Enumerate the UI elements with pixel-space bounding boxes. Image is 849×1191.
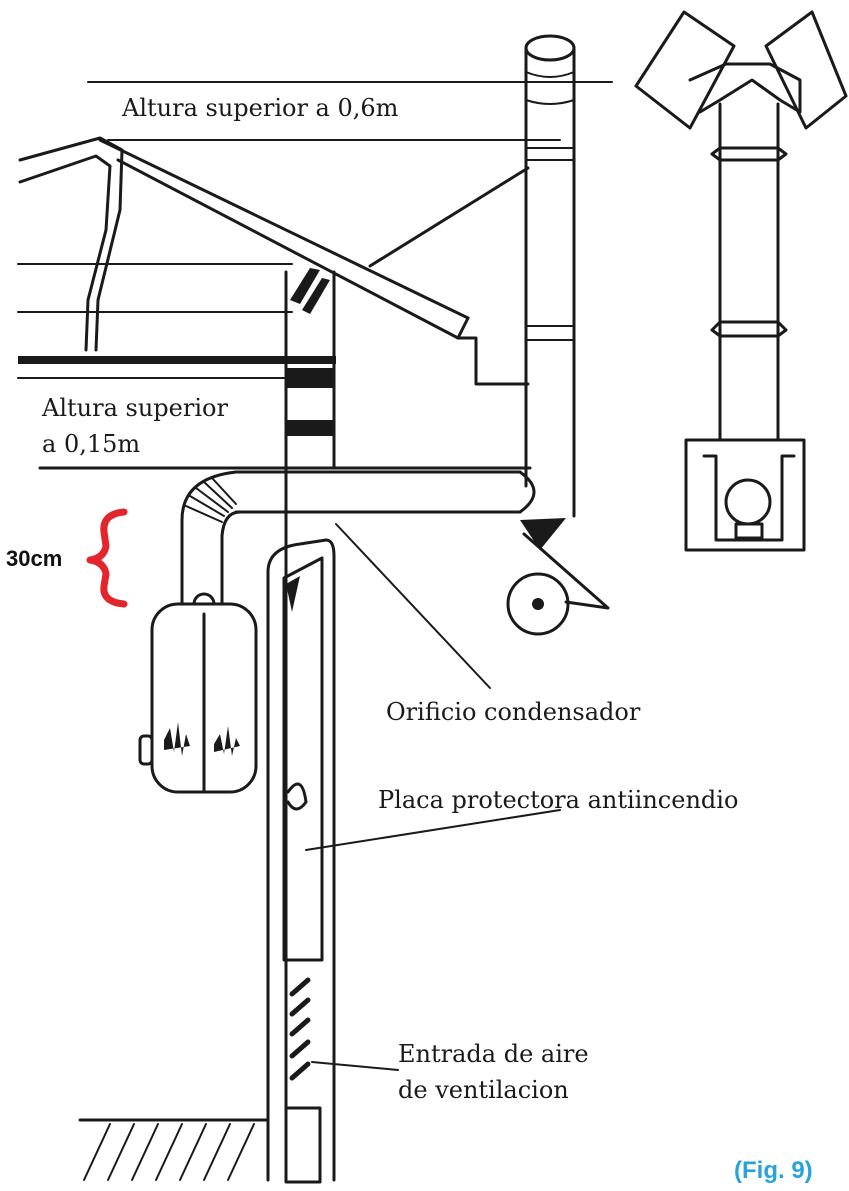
leader-condenser-hole xyxy=(335,523,491,689)
wall-base-opening xyxy=(284,1106,322,1184)
fan-hub xyxy=(532,598,544,610)
terminal-junction xyxy=(688,62,802,114)
flex-elbow-ribs xyxy=(185,477,237,523)
fire-plate-marker xyxy=(286,576,300,612)
label-height-lower-line1: Altura superior xyxy=(41,394,228,422)
duct-collar-1 xyxy=(286,368,334,388)
roof-eave-outline xyxy=(18,136,124,352)
vertical-flue xyxy=(506,34,610,636)
top-view-bracket xyxy=(702,454,796,542)
flex-elbow-outer xyxy=(180,470,238,610)
ventilation-slots xyxy=(289,977,311,1081)
duct-hatch-2 xyxy=(302,278,330,314)
ledge xyxy=(456,336,530,386)
boiler-flame-icon-left xyxy=(164,722,190,756)
top-view-ring-2 xyxy=(710,320,788,338)
top-view-box xyxy=(684,438,806,552)
fan-deflector xyxy=(522,532,610,610)
duct-hatch-1 xyxy=(290,268,320,304)
label-fire-plate: Placa protectora antiincendio xyxy=(378,786,738,814)
label-height-lower-line2: a 0,15m xyxy=(42,430,140,458)
dimension-brace xyxy=(86,508,128,608)
roof-brace xyxy=(368,166,530,268)
ceiling-beam xyxy=(18,356,336,364)
boiler-flame-icon-right xyxy=(214,726,240,756)
wall-duct xyxy=(284,268,336,1182)
label-height-top: Altura superior a 0,6m xyxy=(121,94,399,122)
horizontal-pipe xyxy=(180,470,536,610)
boiler-side-knob xyxy=(138,734,154,766)
flue-top-view xyxy=(634,10,848,552)
outer-wall-outline xyxy=(266,538,336,1182)
boiler-unit xyxy=(138,592,258,794)
outer-wall-column xyxy=(266,538,336,1184)
flex-elbow-inner xyxy=(220,510,242,610)
duct-collar-2 xyxy=(286,420,334,436)
figure-label: (Fig. 9) xyxy=(734,1157,813,1184)
leader-fire-plate xyxy=(305,809,561,851)
ground-hatch xyxy=(78,1118,270,1181)
roof-slope-end xyxy=(456,316,470,340)
pipe-end xyxy=(518,470,536,514)
fire-plate xyxy=(282,556,324,962)
flue-ring-2 xyxy=(525,99,575,105)
top-view-ring-1 xyxy=(710,146,788,162)
roof-eave-inner xyxy=(18,154,112,352)
roof-slope-bottom xyxy=(116,158,460,340)
roof-structure xyxy=(17,81,613,470)
wall-fitting xyxy=(286,782,308,811)
roof-slope-top xyxy=(98,138,470,320)
top-view-base xyxy=(734,522,764,540)
flue-bracket xyxy=(520,518,566,550)
terminal-right-cap xyxy=(764,10,848,130)
flue-ring-1 xyxy=(525,71,575,78)
label-air-inlet-line2: de ventilacion xyxy=(398,1076,569,1104)
label-condenser-hole: Orificio condensador xyxy=(386,698,641,726)
leader-air-inlet xyxy=(311,1061,399,1071)
dimension-label: 30cm xyxy=(6,546,62,571)
flue-cap-top xyxy=(524,34,576,62)
top-view-fan xyxy=(724,478,772,526)
terminal-left-cap xyxy=(634,10,736,130)
label-air-inlet-line1: Entrada de aire xyxy=(398,1040,589,1068)
